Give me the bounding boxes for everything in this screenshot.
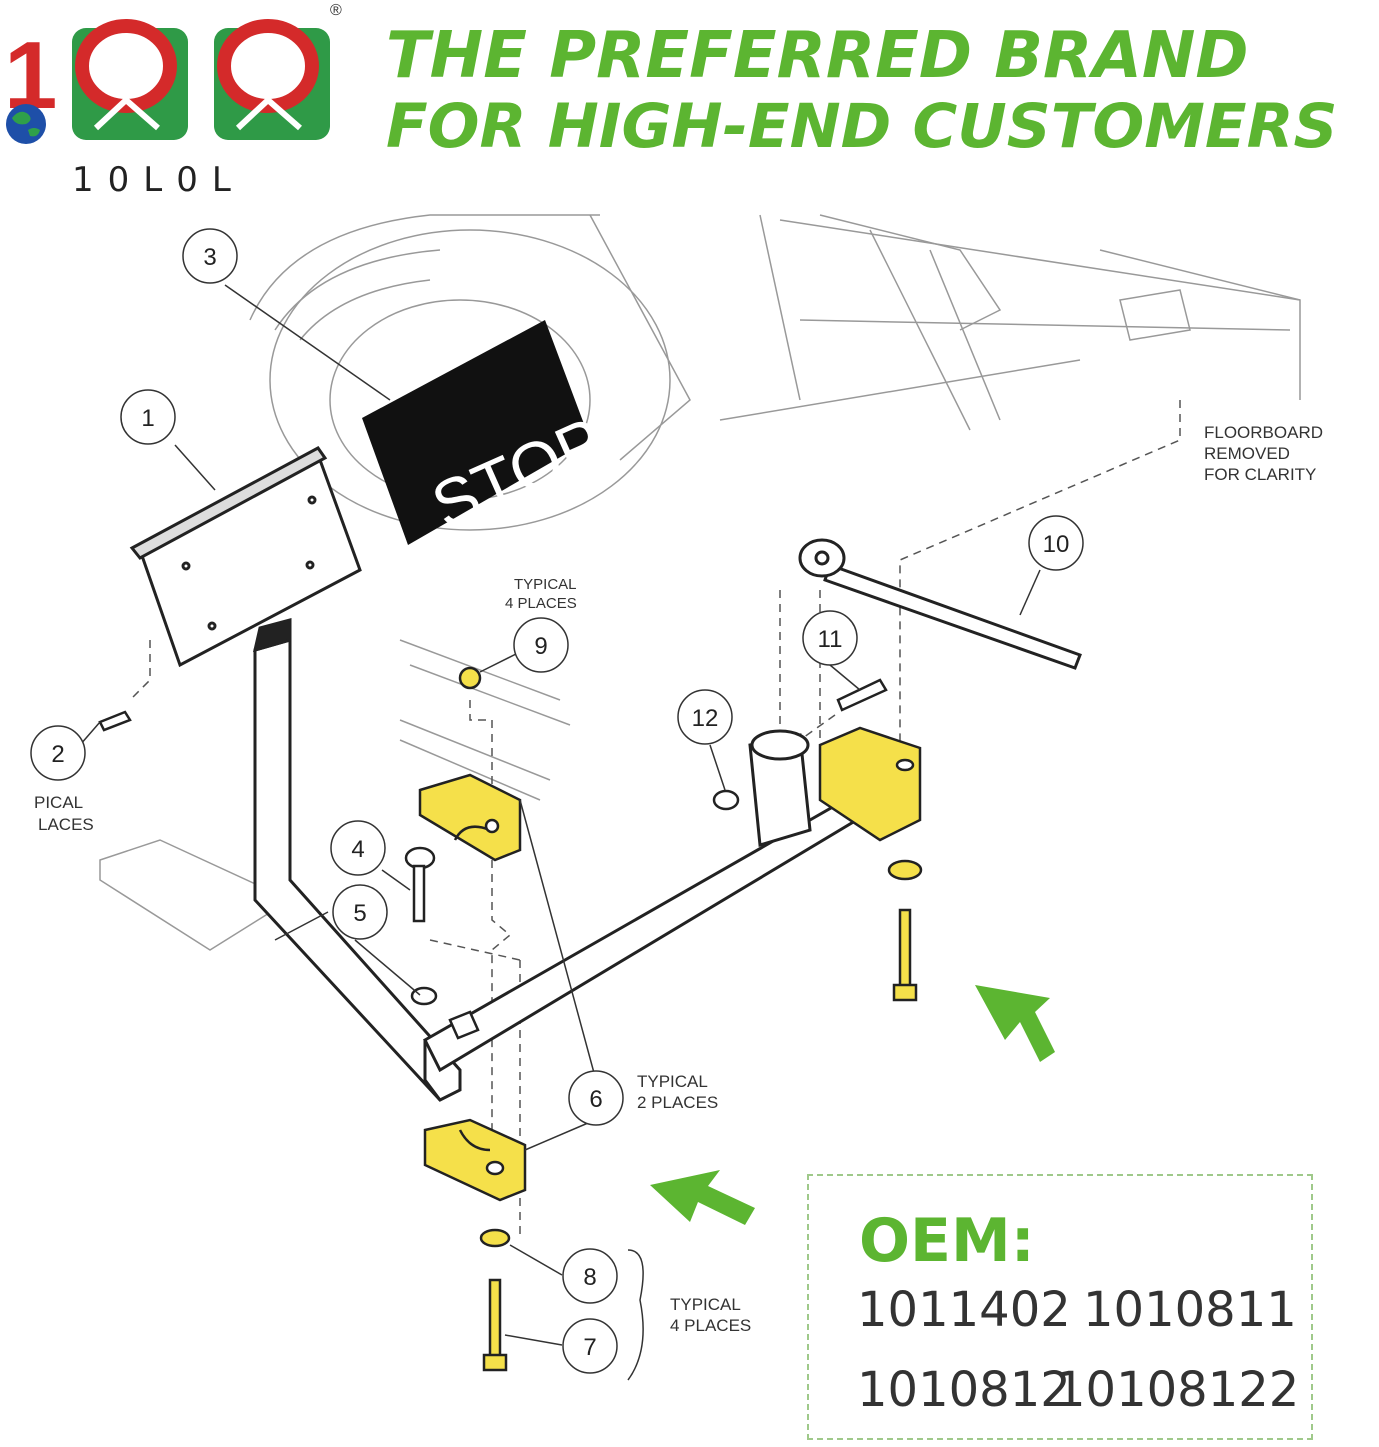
floorboard-note-1: FLOORBOARD (1204, 423, 1323, 442)
callout-3 (182, 228, 238, 284)
callout-1 (120, 389, 176, 445)
callout-6 (568, 1070, 624, 1126)
oem-number-2: 1010811 (1083, 1282, 1297, 1338)
logo-cross-1 (93, 88, 160, 131)
oem-title: OEM: (859, 1206, 1035, 1276)
oem-number-4: 10108122 (1055, 1362, 1300, 1418)
callout-10 (1028, 515, 1084, 571)
callout-5 (332, 884, 388, 940)
logo-ring-1 (75, 19, 177, 113)
support-bracket (748, 729, 812, 847)
floorboard-note-3: FOR CLARITY (1204, 465, 1316, 484)
logo-cross-2 (235, 88, 302, 131)
pedal-plate (129, 446, 362, 668)
arrow-right-icon (975, 985, 1055, 1062)
arrow-left-icon (650, 1170, 755, 1225)
oem-box: OEM: 1011402 1010811 1010812 10108122 (807, 1174, 1313, 1440)
typical-2-note-2: 2 PLACES (637, 1093, 718, 1112)
oem-number-1: 1011402 (857, 1282, 1071, 1338)
callout-num-4: 4 (351, 836, 364, 863)
typical-4-note-bottom-1: TYPICAL (670, 1295, 741, 1314)
callout-num-10: 10 (1043, 531, 1070, 558)
callout-9 (513, 617, 569, 673)
callout-11 (802, 610, 858, 666)
pivot-rod (798, 538, 1082, 670)
callout-num-6: 6 (589, 1086, 602, 1113)
typical-2-note-1: TYPICAL (637, 1072, 708, 1091)
callout-7 (562, 1318, 618, 1374)
callout-2 (30, 725, 86, 781)
green-arrows (650, 985, 1055, 1225)
hardware (98, 678, 888, 1040)
callout-num-2: 2 (51, 741, 64, 768)
callout-4 (330, 820, 386, 876)
parts-diagram: STOP (30, 214, 1323, 1381)
headline-line-1: THE PREFERRED BRAND (386, 19, 1249, 93)
callout-8 (562, 1248, 618, 1304)
floorboard-note-2: REMOVED (1204, 444, 1290, 463)
typical-4-note-top-2: 4 PLACES (505, 595, 577, 612)
partial-note-1: PICAL (34, 793, 83, 812)
stop-pad: STOP (362, 320, 614, 545)
callout-num-8: 8 (583, 1264, 596, 1291)
logo-name: 10L0L (72, 160, 245, 200)
typical-4-note-top-1: TYPICAL (514, 576, 577, 593)
partial-note-2: LACES (38, 815, 94, 834)
callout-num-12: 12 (692, 705, 719, 732)
brand-logo: 1 (4, 19, 330, 144)
callout-num-1: 1 (141, 405, 154, 432)
callout-num-11: 11 (818, 626, 843, 653)
callout-12 (677, 689, 733, 745)
registered-mark: ® (330, 2, 342, 19)
callout-num-7: 7 (583, 1334, 596, 1361)
diagram-notes: FLOORBOARD REMOVED FOR CLARITY TYPICAL 4… (34, 423, 1323, 1335)
callout-numbers: 1 2 3 4 5 6 7 8 9 10 11 12 (51, 244, 1069, 1361)
oem-number-3: 1010812 (857, 1362, 1071, 1418)
cart-background (99, 214, 1301, 951)
logo-ring-2 (217, 19, 319, 113)
globe-land (12, 111, 40, 137)
pedal-frame (252, 618, 892, 1102)
callouts (30, 228, 1084, 1374)
callout-num-3: 3 (203, 244, 216, 271)
callout-leaders (79, 284, 1041, 1381)
callout-num-5: 5 (353, 900, 366, 927)
callout-num-9: 9 (534, 633, 547, 660)
headline-line-2: FOR HIGH-END CUSTOMERS (386, 91, 1338, 162)
yellow-bushings (418, 666, 923, 1372)
typical-4-note-bottom-2: 4 PLACES (670, 1316, 751, 1335)
